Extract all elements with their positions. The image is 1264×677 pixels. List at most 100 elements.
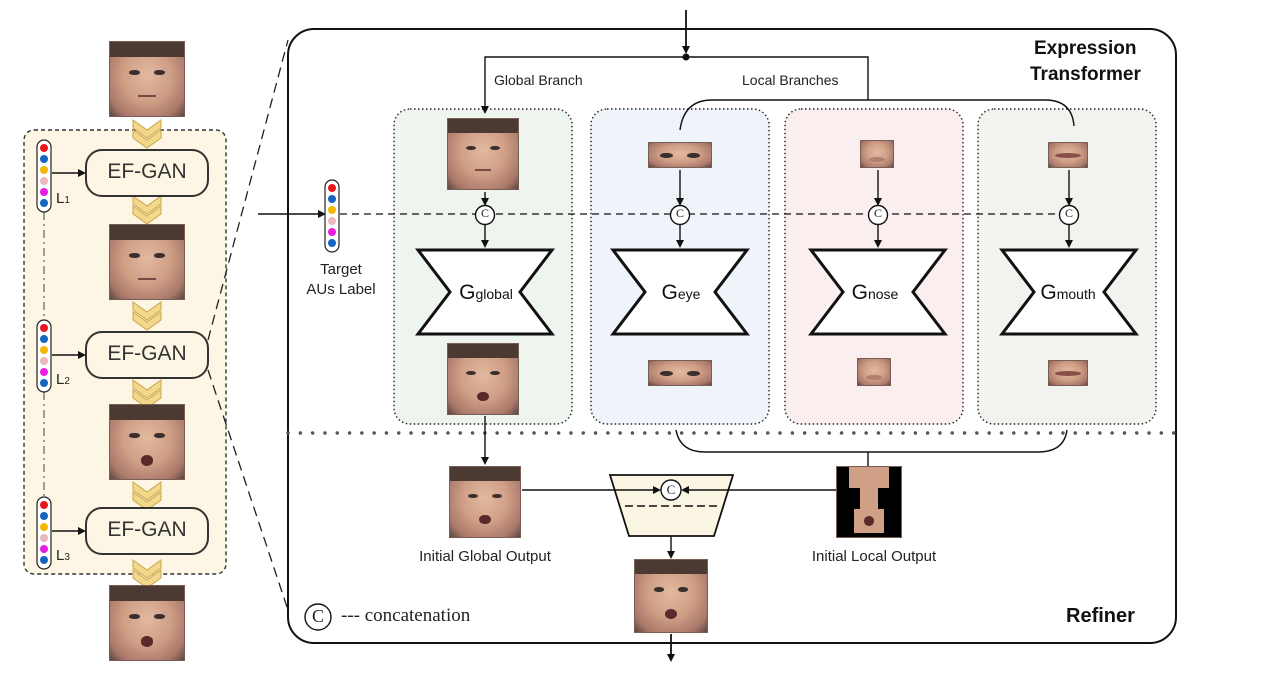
face-feature (154, 70, 165, 75)
face-feature (635, 560, 707, 575)
au-vector-target (324, 179, 340, 253)
face-global-in (447, 118, 519, 190)
au-vector-2-dot-5 (40, 368, 48, 376)
au-vector-target-pill-dot-4 (328, 217, 336, 225)
au-vector-1-dot-3 (40, 166, 48, 174)
face-feature (687, 371, 700, 377)
target-label-line1: Target (320, 261, 362, 278)
concat-label-mouth: C (1064, 206, 1073, 220)
concat-node-global (474, 204, 496, 226)
au-vector-1-dot-6 (40, 199, 48, 207)
face-feature (110, 405, 184, 420)
face-feature (110, 586, 184, 601)
au-vector-1 (36, 139, 52, 213)
global-branch-label: Global Branch (494, 72, 583, 88)
au-label-1-main: L (56, 190, 65, 207)
generator-mouth-main: G (1040, 281, 1057, 304)
face-feature (110, 225, 184, 240)
au-vector-3 (36, 496, 52, 570)
face-step-2 (109, 404, 185, 480)
au-label-2-sub: 2 (64, 376, 70, 387)
face-feature (450, 467, 520, 481)
generator-label-mouth: Gmouth (998, 281, 1138, 305)
au-label-1-sub: 1 (64, 195, 70, 206)
face-final-left (109, 585, 185, 661)
face-feature (466, 370, 476, 375)
branches (414, 170, 1140, 336)
legend-concat-symbol: C (311, 606, 324, 626)
generator-eye (609, 248, 751, 336)
face-initial-local (836, 466, 902, 538)
face-input (109, 41, 185, 117)
generator-mouth-sub: mouth (1056, 286, 1096, 302)
face-feature (154, 253, 165, 258)
legend-concat-icon (304, 603, 332, 631)
ef-gan-box-2 (85, 331, 209, 379)
refiner-concat-label: C (666, 482, 676, 497)
au-vector-target-pill-dot-3 (328, 206, 336, 214)
face-feature (479, 514, 491, 525)
face-initial-global (449, 466, 521, 538)
face-feature (660, 153, 673, 159)
generator-label-nose: Gnose (805, 281, 945, 305)
face-feature (474, 169, 492, 172)
au-vector-3-dot-3 (40, 523, 48, 531)
face-feature (477, 391, 489, 402)
target-label-line2: AUs Label (306, 281, 376, 298)
face-global-out (447, 343, 519, 415)
au-vectors-left (36, 139, 52, 570)
ef-gan-label-1: EF-GAN (107, 160, 187, 183)
concat-label-global: C (480, 206, 489, 220)
au-vector-2-dot-2 (40, 335, 48, 343)
face-feature (138, 278, 156, 281)
au-vector-2 (36, 319, 52, 393)
face-refined-output (634, 559, 708, 633)
ef-gan-label-2: EF-GAN (107, 342, 187, 365)
au-vector-3-dot-6 (40, 556, 48, 564)
face-feature (154, 433, 165, 438)
face-eye-out (648, 360, 712, 386)
zoom-line-top (207, 39, 289, 341)
expression-title-line2: Transformer (1030, 64, 1141, 85)
face-feature (492, 493, 502, 498)
initial-global-output-label: Initial Global Output (419, 548, 551, 565)
face-feature (129, 433, 140, 438)
generator-global-main: G (459, 281, 476, 304)
face-feature (665, 608, 677, 620)
face-nose-in (860, 140, 894, 168)
au-label-2: L2 (56, 371, 70, 388)
face-feature (141, 636, 153, 647)
ef-gan-label-3: EF-GAN (107, 518, 187, 541)
ef-gan-box-1 (85, 149, 209, 197)
au-vector-target-pill (324, 179, 340, 253)
face-feature (869, 156, 885, 162)
local-bracket-bottom (675, 429, 1068, 453)
refiner-title: Refiner (1066, 605, 1135, 627)
au-vector-3-dot-5 (40, 545, 48, 553)
generator-global (414, 248, 556, 336)
local-branches-label: Local Branches (742, 72, 839, 88)
au-vector-target-pill-dot-2 (328, 195, 336, 203)
face-eye-in (648, 142, 712, 168)
face-feature (448, 119, 518, 133)
zoom-line-bottom (207, 369, 289, 611)
au-vector-3-dot-2 (40, 512, 48, 520)
ef-gan-box-3 (85, 507, 209, 555)
concat-label-eye: C (675, 206, 684, 220)
au-vector-2-dot-1 (40, 324, 48, 332)
generator-nose-main: G (851, 281, 868, 304)
concat-node-mouth (1058, 204, 1080, 226)
au-label-1: L1 (56, 190, 70, 207)
face-feature (860, 488, 878, 509)
generator-eye-sub: eye (677, 286, 701, 302)
concat-label-nose: C (873, 206, 882, 220)
face-feature (848, 467, 890, 488)
au-vector-3-dot-4 (40, 534, 48, 542)
au-vector-1-dot-4 (40, 177, 48, 185)
face-feature (129, 70, 140, 75)
face-feature (448, 344, 518, 358)
face-feature (678, 587, 689, 592)
pipeline-chevrons (132, 119, 162, 589)
face-feature (154, 614, 165, 619)
